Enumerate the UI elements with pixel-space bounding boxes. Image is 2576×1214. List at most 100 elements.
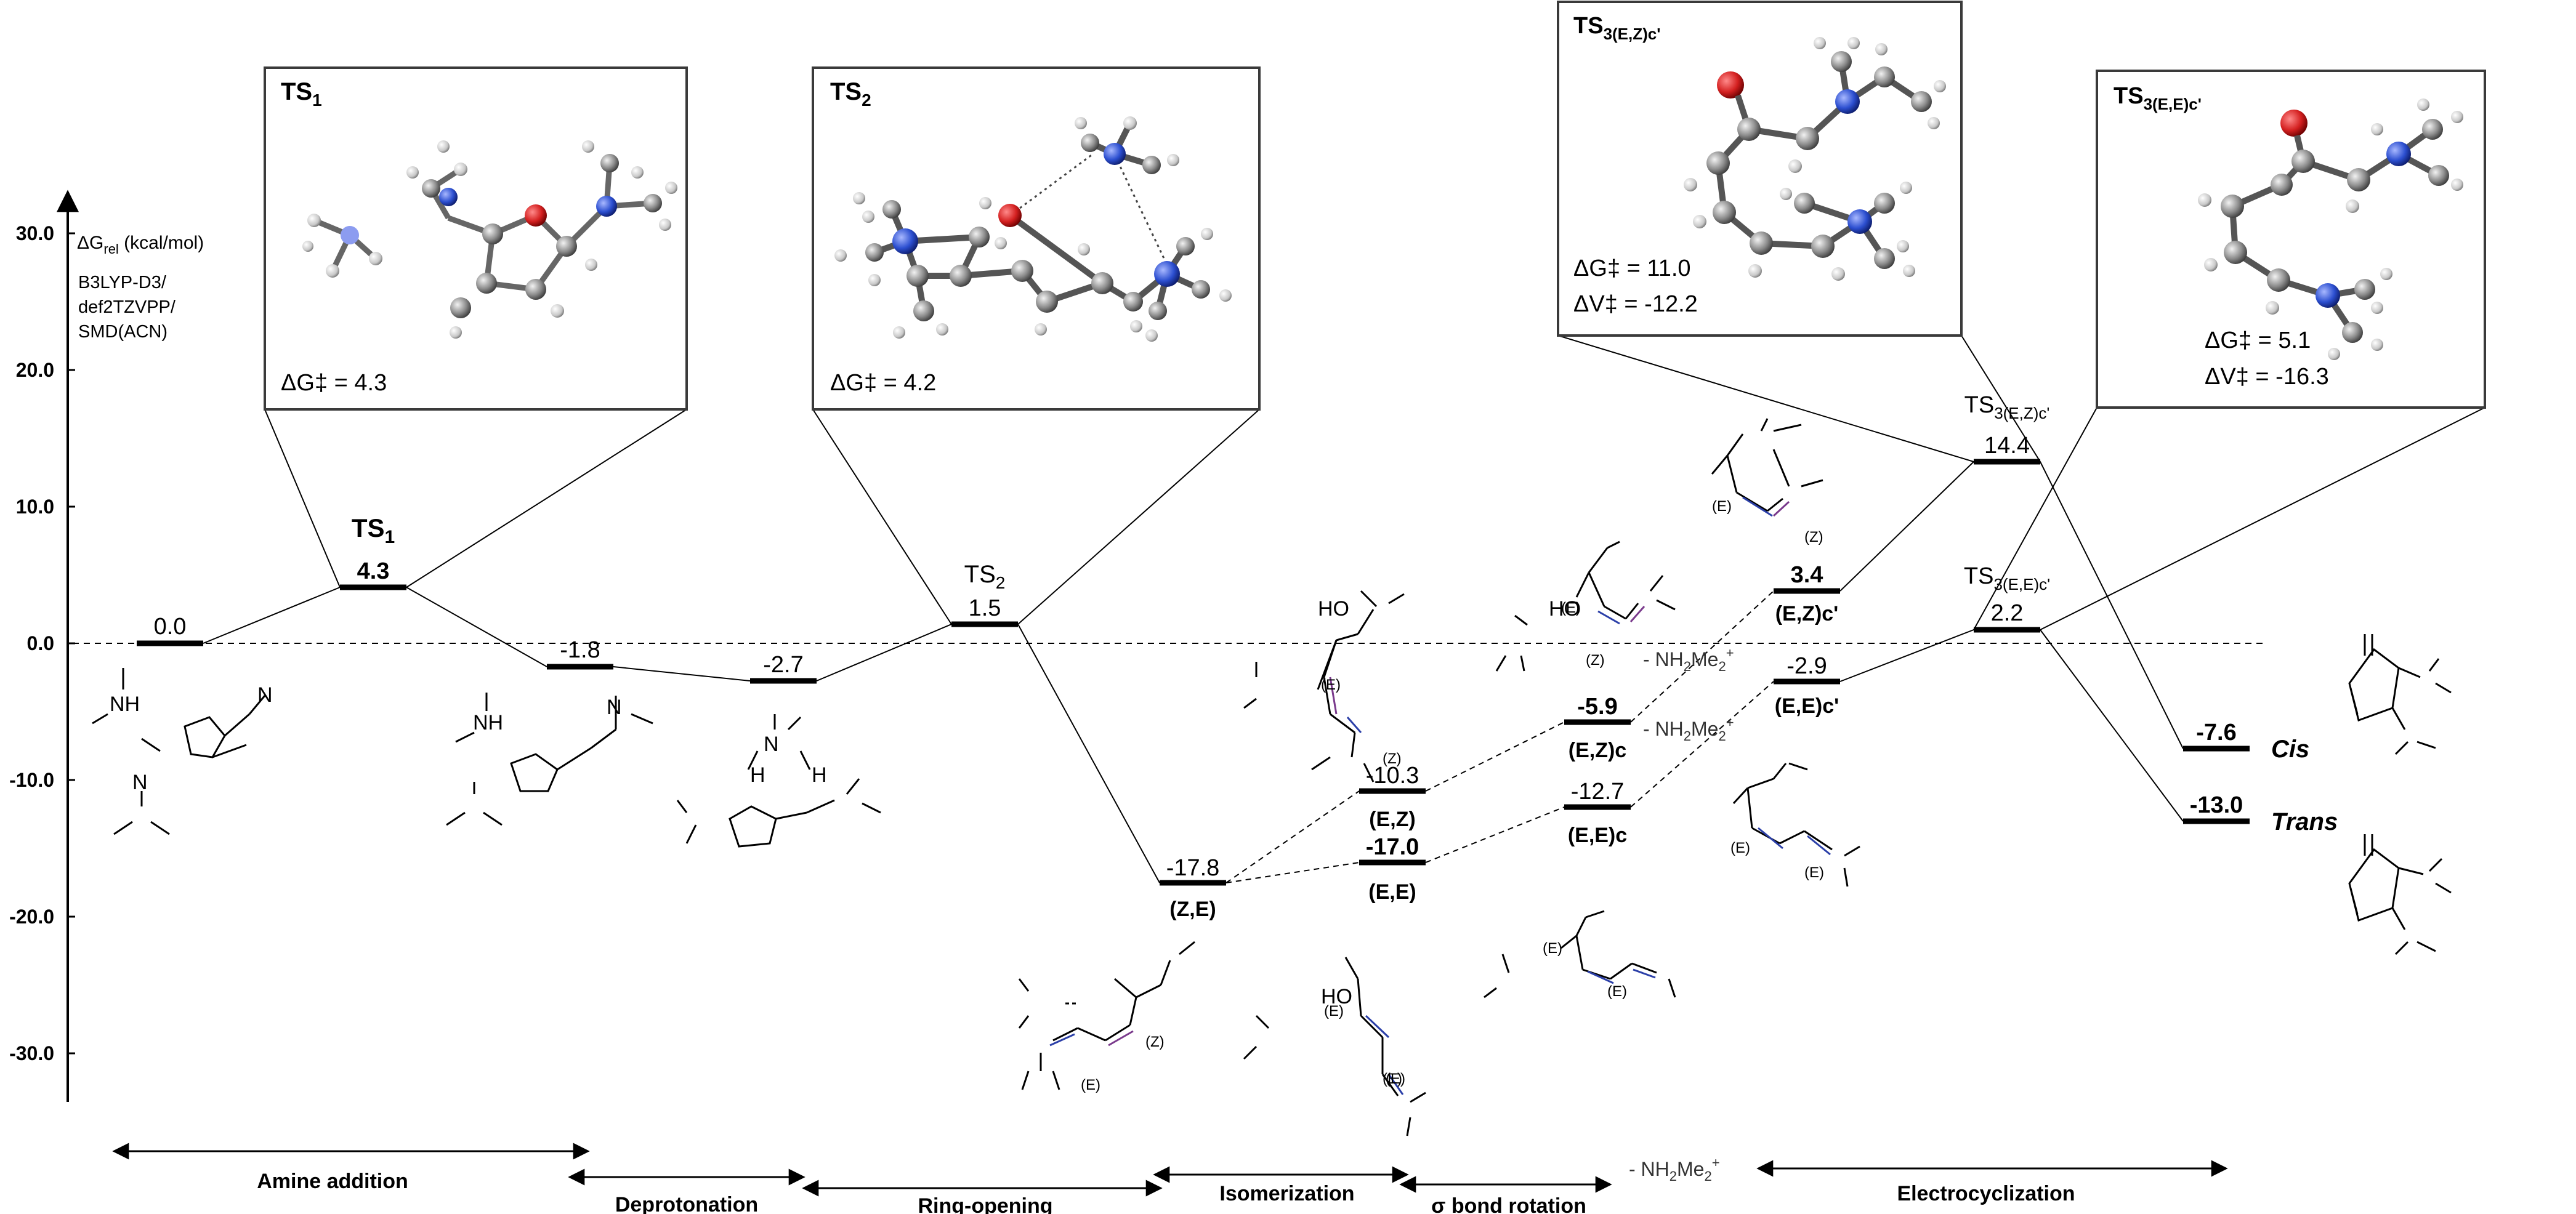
svg-text:(Z): (Z) — [1804, 529, 1823, 545]
level-connectors — [203, 461, 2184, 883]
svg-text:(E): (E) — [1730, 840, 1750, 856]
svg-text:HO: HO — [1549, 597, 1580, 621]
label-ee: (E,E) — [1368, 880, 1416, 904]
svg-text:N: N — [132, 771, 148, 794]
label-eec: (E,E)c — [1568, 824, 1627, 847]
value-int-2-7: -2.7 — [763, 652, 803, 678]
value-ezc: -5.9 — [1577, 694, 1617, 720]
svg-text:NH: NH — [110, 693, 140, 716]
value-reactants: 0.0 — [154, 614, 187, 640]
step-electrocyclization: Electrocyclization — [1897, 1182, 2075, 1205]
svg-text:(Z): (Z) — [1586, 652, 1605, 669]
y-tick-label: -30.0 — [9, 1042, 54, 1064]
structure-int1 — [446, 693, 653, 826]
svg-text:- NH2Me2+: - NH2Me2+ — [1629, 1155, 1720, 1184]
step-deprotonation: Deprotonation — [615, 1193, 758, 1214]
label-ts2: TS2 — [964, 561, 1006, 592]
y-tick-label: 10.0 — [16, 496, 54, 518]
step-labels: Amine addition Deprotonation Ring-openin… — [257, 1170, 2075, 1214]
value-eec-prime: -2.9 — [1787, 653, 1827, 679]
svg-text:(E): (E) — [1386, 1071, 1405, 1087]
svg-text:HO: HO — [1321, 985, 1352, 1008]
label-ez: (E,Z) — [1369, 808, 1416, 831]
structure-int2 — [676, 714, 881, 848]
svg-text:(E): (E) — [1804, 864, 1824, 881]
y-tick-label: 30.0 — [16, 222, 54, 244]
y-tick-label: 0.0 — [27, 632, 54, 654]
value-ee: -17.0 — [1366, 834, 1419, 860]
structure-eec — [1484, 910, 1676, 999]
y-axis-label: ΔGrel (kcal/mol) — [77, 233, 204, 257]
method-line-3: SMD(ACN) — [78, 322, 168, 342]
svg-text:N: N — [764, 733, 779, 756]
svg-text:N: N — [257, 683, 273, 707]
structure-ezc-prime — [1711, 418, 1823, 512]
svg-text:(Z): (Z) — [1145, 1034, 1165, 1050]
y-tick-label: 20.0 — [16, 359, 54, 381]
structure-ezc — [1495, 541, 1676, 672]
label-ezc: (E,Z)c — [1569, 739, 1626, 762]
svg-text:H: H — [812, 763, 827, 787]
step-amine-addition: Amine addition — [257, 1170, 408, 1193]
label-ts3-ee: TS3(E,E)c' — [1964, 563, 2050, 593]
svg-text:TS1: TS1 — [281, 78, 322, 110]
structure-text: NH N N NH N N H H HO (Z) (E) HO (E) (E) … — [110, 498, 1824, 1093]
energy-levels — [137, 459, 2250, 886]
value-ez: -10.3 — [1366, 763, 1419, 789]
method-line-1: B3LYP-D3/ — [78, 273, 167, 292]
svg-text:TS2: TS2 — [830, 78, 871, 110]
y-axis: 30.0 20.0 10.0 0.0 -10.0 -20.0 -30.0 ΔGrel (kc… — [9, 190, 204, 1102]
step-ring-opening: Ring-opening — [918, 1194, 1052, 1214]
svg-text:ΔG‡ = 5.1: ΔG‡ = 5.1 — [2205, 328, 2311, 353]
label-cis: Cis — [2271, 736, 2309, 763]
inset-ts3-ez: TS3(E,Z)c' ΔG‡ = 11.0 ΔV‡ = -12.2 — [1557, 1, 1963, 337]
dashed-connectors — [1225, 590, 1774, 883]
svg-text:TS3(E,Z)c': TS3(E,Z)c' — [1573, 13, 1660, 43]
svg-text:(E): (E) — [1383, 1071, 1402, 1087]
ts2-atoms — [834, 116, 1232, 342]
svg-text:(E): (E) — [1561, 600, 1581, 616]
label-ts3-ez: TS3(E,Z)c' — [1964, 392, 2050, 422]
inset-ts3-ee: TS3(E,E)c' ΔG‡ = 5.1 ΔV‡ = -16.3 — [2096, 70, 2486, 409]
step-arrows — [112, 1143, 2228, 1197]
structure-isomer-ee — [1243, 957, 1426, 1136]
value-ts2: 1.5 — [969, 595, 1001, 621]
inset-ts2: TS2 ΔG‡ = 4.2 — [812, 66, 1261, 411]
value-ts1: 4.3 — [357, 558, 390, 584]
svg-text:ΔG‡ = 11.0: ΔG‡ = 11.0 — [1573, 255, 1691, 281]
svg-text:(E): (E) — [1607, 983, 1627, 1000]
value-ts3-ee: 2.2 — [1991, 600, 2024, 626]
step-sigma-rotation: σ bond rotation — [1431, 1194, 1586, 1214]
svg-text:- NH2Me2+: - NH2Me2+ — [1643, 715, 1734, 744]
y-tick-label: -10.0 — [9, 769, 54, 791]
svg-text:(E): (E) — [1712, 498, 1732, 515]
structure-ze-conj — [1108, 1030, 1134, 1047]
inset-callouts — [264, 335, 2485, 630]
svg-text:TS3(E,E)c': TS3(E,E)c' — [2114, 83, 2202, 113]
svg-text:ΔG‡ = 4.3: ΔG‡ = 4.3 — [281, 370, 387, 396]
y-tick-label: -20.0 — [9, 906, 54, 928]
value-cis: -7.6 — [2196, 720, 2236, 746]
value-ze: -17.8 — [1166, 855, 1220, 881]
value-trans: -13.0 — [2190, 792, 2243, 818]
loss-labels: - NH2Me2+ - NH2Me2+ - NH2Me2+ — [1629, 645, 1734, 1184]
label-trans: Trans — [2271, 808, 2338, 835]
value-ts3-ez: 14.4 — [1984, 433, 2030, 459]
y-ticks: 30.0 20.0 10.0 0.0 -10.0 -20.0 -30.0 — [9, 222, 75, 1064]
label-ze: (Z,E) — [1169, 898, 1216, 921]
inset-ts1: TS1 ΔG‡ = 4.3 — [264, 66, 688, 411]
structure-reactants — [92, 668, 266, 835]
structure-trans — [2348, 834, 2452, 955]
structure-ee-conj — [1049, 1033, 1075, 1047]
svg-text:HO: HO — [1318, 597, 1349, 621]
structure-cis — [2348, 634, 2452, 755]
svg-text:NH: NH — [473, 711, 503, 734]
structure-isomer-ez — [1243, 590, 1405, 782]
label-eec-prime: (E,E)c' — [1775, 694, 1839, 718]
svg-text:ΔV‡ = -12.2: ΔV‡ = -12.2 — [1573, 291, 1698, 317]
svg-text:(E): (E) — [1543, 940, 1562, 957]
svg-text:(E): (E) — [1081, 1077, 1100, 1093]
structure-sketches — [92, 418, 2452, 1136]
step-isomerization: Isomerization — [1219, 1182, 1354, 1205]
